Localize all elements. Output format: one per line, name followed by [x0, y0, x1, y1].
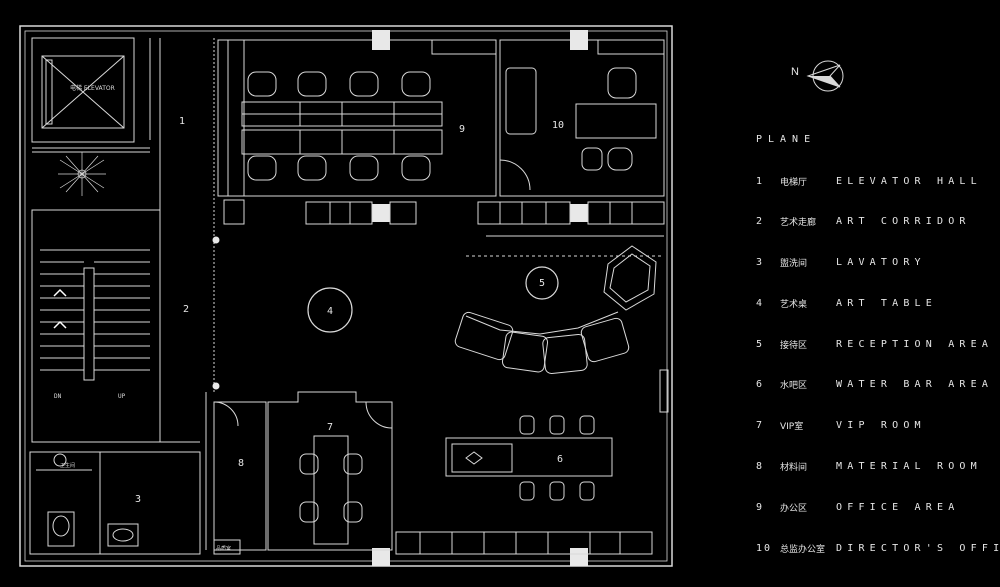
- legend-cn: 总监办公室: [780, 544, 826, 555]
- room-number-5: 5: [539, 278, 545, 289]
- vip-room: [267, 391, 393, 551]
- legend-title: PLANE: [756, 134, 817, 145]
- legend-en: LAVATORY: [836, 256, 926, 268]
- room-4-marker: [307, 287, 353, 333]
- legend-num: 6: [756, 378, 765, 390]
- legend-cn: 办公区: [780, 503, 808, 514]
- staircase: DN UP: [31, 209, 161, 443]
- north-arrow-icon: [806, 60, 844, 92]
- legend-row: 1 电梯厅 ELEVATOR HALL: [756, 174, 982, 188]
- legend-en: RECEPTION AREA: [836, 338, 994, 350]
- water-bar: [445, 415, 613, 501]
- legend-row: 7 VIP室 VIP ROOM: [756, 418, 926, 432]
- outer-walls: [19, 25, 673, 567]
- legend-en: ELEVATOR HALL: [836, 175, 982, 187]
- legend-row: 6 水吧区 WATER BAR AREA: [756, 377, 993, 391]
- floor-plan: 电梯 ELEVATOR DN UP: [19, 25, 673, 567]
- legend-num: 3: [756, 256, 765, 268]
- material-room: 品质室: [213, 401, 267, 555]
- room-number-10: 10: [552, 120, 564, 131]
- legend-num: 2: [756, 215, 765, 227]
- room-number-labels: 1 2 3 4 5 6 7 8 9 10: [135, 116, 564, 505]
- legend-en: DIRECTOR'S OFFICE: [836, 542, 1000, 554]
- legend-row: 3 盥洗间 LAVATORY: [756, 255, 926, 269]
- legend-num: 4: [756, 297, 765, 309]
- room-number-8: 8: [238, 458, 244, 469]
- director-office: [499, 39, 665, 197]
- legend-cn: 水吧区: [780, 380, 808, 391]
- small-label-lavatory: 卫生间: [60, 463, 76, 469]
- stair-up-label: UP: [118, 393, 126, 400]
- legend-row: 10 总监办公室 DIRECTOR'S OFFICE: [756, 541, 1000, 555]
- room-number-3: 3: [135, 494, 141, 505]
- elevator-label: 电梯 ELEVATOR: [70, 84, 115, 92]
- room-number-6: 6: [557, 454, 563, 465]
- structural-columns: [212, 30, 588, 566]
- legend-row: 9 办公区 OFFICE AREA: [756, 500, 959, 514]
- toilet-icon: [52, 515, 70, 537]
- storage-cabinets: [305, 39, 665, 237]
- legend-row: 4 艺术桌 ART TABLE: [756, 296, 937, 310]
- legend-num: 5: [756, 338, 765, 350]
- stair-dn-label: DN: [54, 393, 62, 400]
- office-area: [217, 39, 497, 225]
- reception-area: [454, 245, 664, 375]
- legend-row: 5 接待区 RECEPTION AREA: [756, 337, 993, 351]
- room-number-9: 9: [459, 124, 465, 135]
- legend-num: 9: [756, 501, 765, 513]
- legend-num: 1: [756, 175, 765, 187]
- legend-cn: 材料间: [780, 462, 808, 473]
- room-number-2: 2: [183, 304, 189, 315]
- legend-cn: 艺术桌: [780, 299, 808, 310]
- legend-en: WATER BAR AREA: [836, 378, 994, 390]
- legend-en: ART CORRIDOR: [836, 215, 971, 227]
- elevator-shaft: 电梯 ELEVATOR: [31, 37, 135, 143]
- legend-en: MATERIAL ROOM: [836, 460, 982, 472]
- legend-num: 7: [756, 419, 765, 431]
- legend-cn: 接待区: [780, 340, 808, 351]
- small-label-material: 品质室: [216, 545, 231, 552]
- corridor-walls: [149, 38, 215, 550]
- room-number-1: 1: [179, 116, 185, 127]
- legend-row: 2 艺术走廊 ART CORRIDOR: [756, 214, 971, 228]
- legend-cn: 盥洗间: [780, 258, 808, 269]
- legend-num: 8: [756, 460, 765, 472]
- legend-en: OFFICE AREA: [836, 501, 960, 513]
- room-number-7: 7: [327, 422, 333, 433]
- legend-cn: 艺术走廊: [780, 217, 817, 228]
- sink-icon: [112, 528, 134, 542]
- bottom-cabinets: [395, 369, 669, 555]
- plant-icon: [58, 152, 106, 196]
- room-number-4: 4: [327, 306, 333, 317]
- north-label: N: [791, 66, 799, 78]
- legend-cn: VIP室: [780, 421, 804, 432]
- legend-row: 8 材料间 MATERIAL ROOM: [756, 459, 982, 473]
- legend-en: ART TABLE: [836, 297, 937, 309]
- room-5-marker: [525, 266, 559, 300]
- lavatory: [29, 451, 201, 555]
- legend-num: 10: [756, 542, 773, 554]
- legend-cn: 电梯厅: [780, 177, 808, 188]
- legend-en: VIP ROOM: [836, 419, 926, 431]
